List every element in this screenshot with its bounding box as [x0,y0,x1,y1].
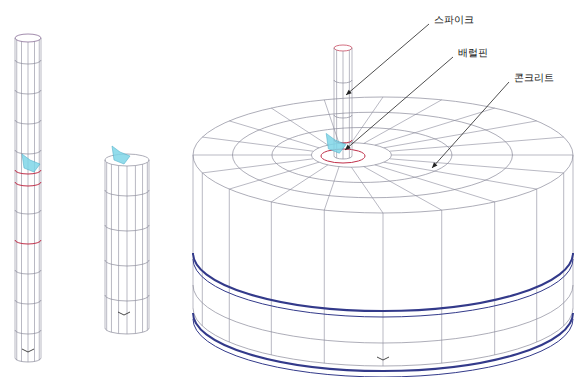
load-symbol [326,133,346,153]
wire-line [391,155,573,156]
wire-ring [193,319,573,377]
wire-ring [15,240,41,244]
leader-line [345,57,453,150]
wire-line [389,159,563,173]
leader-arrowhead [346,90,352,95]
wire-ring [15,210,41,214]
wire-line [364,167,442,211]
load-symbol [22,154,40,172]
wire-line [351,167,383,213]
wire-line [118,166,119,334]
wire-ring [15,182,41,186]
wire-ring [193,259,573,317]
wire-line [271,165,328,202]
wire-line [384,162,537,189]
leader-line [346,24,429,95]
cylinder-model [105,154,149,334]
part-label: 콘크리트 [512,72,556,84]
support-symbol [118,312,130,315]
wire-ring [15,90,41,94]
wire-ring [15,170,41,174]
wire-line [111,164,112,332]
support-symbol [22,349,34,352]
wire-ring [334,45,352,51]
wire-line [352,48,353,156]
wire-line [193,155,311,156]
wire-ring [311,143,391,167]
wire-ring [15,120,41,124]
leader-arrowhead [432,162,437,168]
wire-line [384,121,537,148]
leader-arrowhead [345,145,351,150]
wire-ring [193,97,573,213]
cylinder-model [15,34,41,362]
wire-ring [193,285,573,343]
wire-line [127,166,128,334]
wire-line [229,121,319,148]
wire-line [28,42,29,362]
wire-ring [15,60,41,64]
wire-line [202,159,313,173]
part-label: 배럴핀 [456,47,490,59]
wire-line [41,38,42,358]
wire-line [229,162,319,189]
load-symbol [112,146,130,164]
wire-line [16,40,17,360]
leader-line [432,82,509,168]
wire-ring [15,150,41,154]
wire-line [364,100,442,144]
support-symbol [377,357,389,360]
wire-line [15,38,16,358]
wire-line [147,162,148,330]
wire-ring [15,300,41,304]
wire-line [202,137,313,151]
wire-ring [105,225,149,231]
wire-line [271,108,328,145]
wire-line [21,41,22,361]
wire-ring [193,253,573,311]
wire-line [106,162,107,330]
wire-line [375,108,495,145]
wire-line [105,160,106,328]
wire-ring [15,270,41,274]
cylinder-model [193,97,573,377]
wire-line [324,167,339,211]
wire-line [142,164,143,332]
wire-line [39,40,40,360]
wire-line [135,166,136,334]
wire-ring [334,115,352,118]
wire-ring [15,34,41,42]
wire-line [389,137,563,151]
wire-ring [105,260,149,266]
wire-line [34,41,35,361]
wire-ring [105,295,149,301]
wire-line [351,97,383,143]
part-label: 스파이크 [432,14,476,26]
wire-ring [193,313,573,371]
wire-ring [15,330,41,334]
wire-line [375,165,495,202]
wire-line [149,160,150,328]
wire-ring [334,80,352,83]
wire-ring [105,190,149,196]
